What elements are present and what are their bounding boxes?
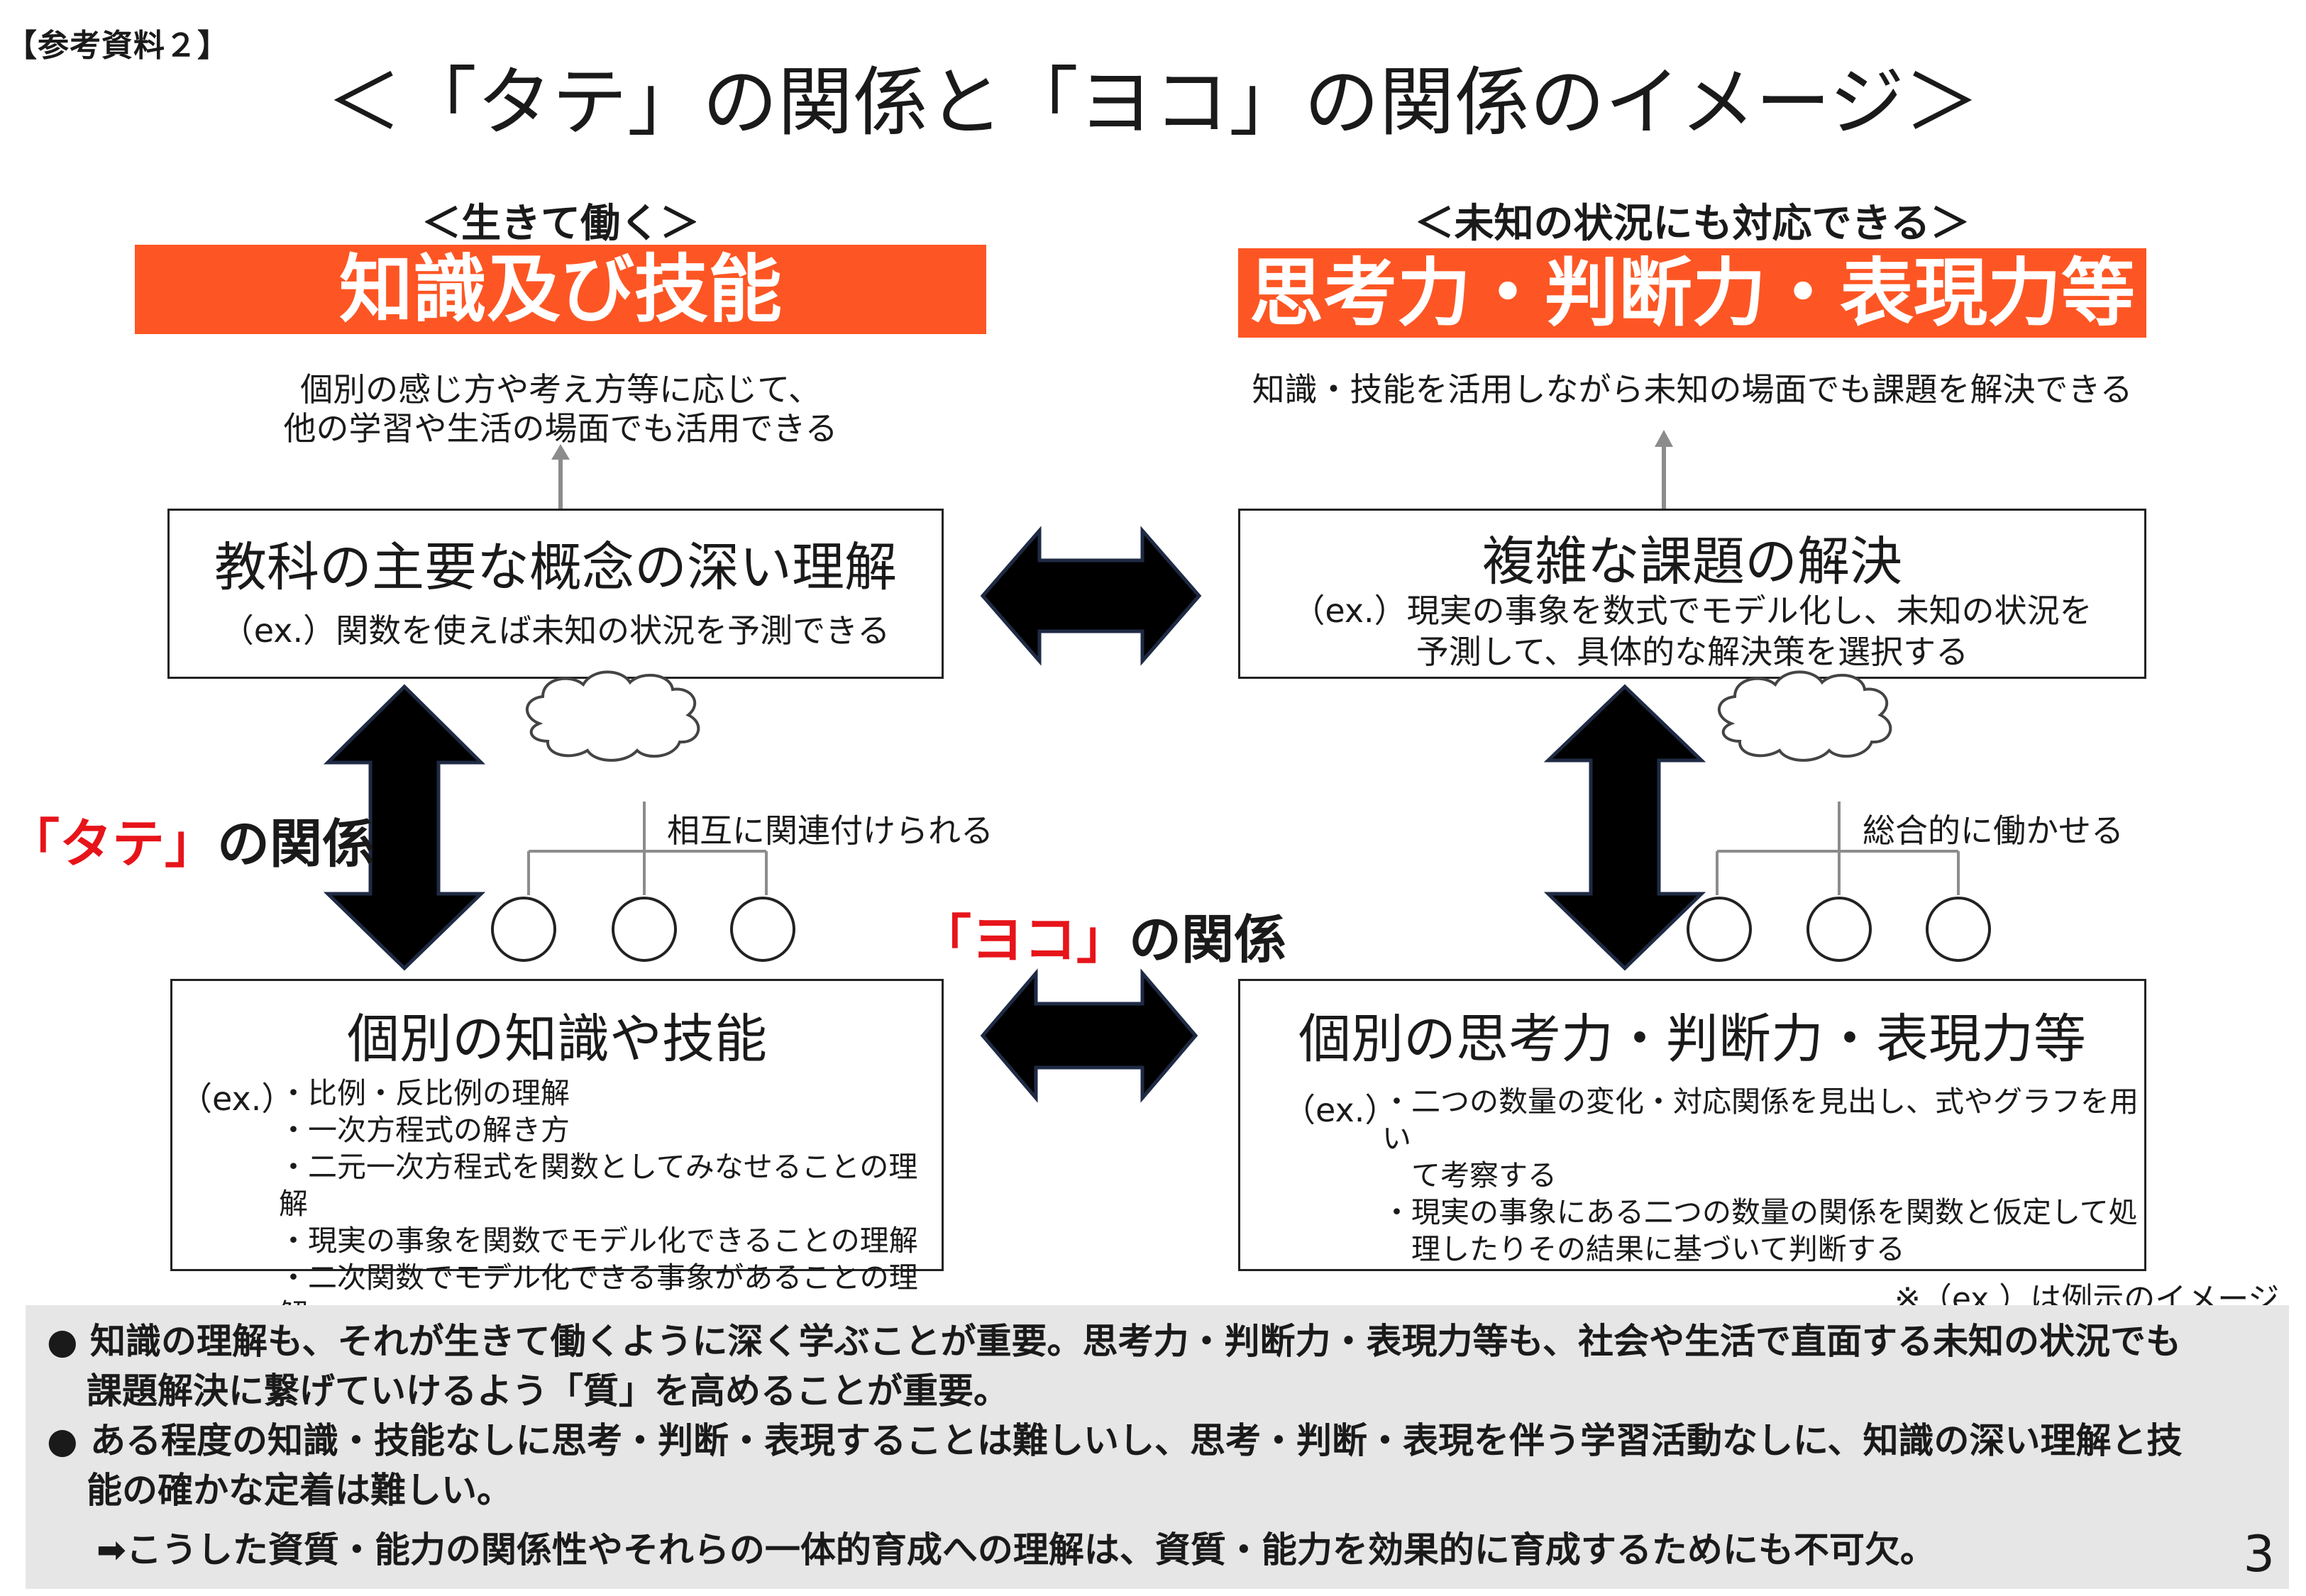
summary-bullet-1-line-1: ● 知識の理解も、それが生きて働くように深く学ぶことが重要。思考力・判断力・表現…: [47, 1321, 2182, 1362]
right-node-circle-3: [1926, 897, 1991, 962]
tate-relation-suffix: の関係: [217, 814, 375, 875]
left-up-arrow: [551, 444, 570, 509]
list-item: ・現実の事象を関数でモデル化できることの理解: [279, 1224, 918, 1258]
individual-knowledge-title: 個別の知識や技能: [347, 1009, 767, 1070]
left-note-line-2: 他の学習や生活の場面でも活用できる: [283, 409, 838, 448]
yoko-relation-keyword: 「ヨコ」: [919, 909, 1129, 970]
left-connection-tree: [527, 802, 768, 895]
right-subheading: ＜未知の状況にも対応できる＞: [1414, 201, 1970, 247]
list-item: て考察する: [1382, 1158, 1557, 1192]
list-item: ・二元一次方程式を関数としてみなせることの理解: [279, 1150, 918, 1221]
bottom-horizontal-double-arrow: [980, 968, 1198, 1103]
summary-panel: ● 知識の理解も、それが生きて働くように深く学ぶことが重要。思考力・判断力・表現…: [26, 1305, 2289, 1589]
individual-thinking-box: 個別の思考力・判断力・表現力等 （ex.） ・二つの数量の変化・対応関係を見出し…: [1238, 979, 2146, 1271]
summary-conclusion: ➡こうした資質・能力の関係性やそれらの一体的育成への理解は、資質・能力を効果的に…: [96, 1529, 1936, 1570]
list-item: ・二次関数でモデル化できる事象があることの理解: [279, 1260, 918, 1331]
left-cloud-label: 相互に関連付けられる: [667, 811, 993, 850]
individual-thinking-list: ・二つの数量の変化・対応関係を見出し、式やグラフを用い て考察する ・現実の事象…: [1382, 1083, 2144, 1268]
left-note-line-1: 個別の感じ方や考え方等に応じて、: [300, 370, 821, 409]
left-cloud-icon: [525, 670, 700, 762]
complex-problem-example: （ex.）現実の事象を数式でモデル化し、未知の状況を 予測して、具体的な解決策を…: [1240, 590, 2144, 672]
left-subheading: ＜生きて働く＞: [421, 201, 700, 247]
page-title: ＜「タテ」の関係と「ヨコ」の関係のイメージ＞: [326, 59, 1980, 146]
tate-relation-keyword: 「タテ」: [7, 814, 217, 875]
individual-knowledge-list: ・比例・反比例の理解 ・一次方程式の解き方 ・二元一次方程式を関数としてみなせる…: [279, 1075, 942, 1333]
summary-bullet-2-line-2: 能の確かな定着は難しい。: [87, 1470, 512, 1511]
reference-label: 【参考資料２】: [6, 28, 229, 64]
left-node-circle-1: [491, 897, 556, 962]
individual-knowledge-box: 個別の知識や技能 （ex.） ・比例・反比例の理解 ・一次方程式の解き方 ・二元…: [170, 979, 944, 1331]
list-item: ・一次方程式の解き方: [279, 1113, 570, 1147]
list-item: 理したりその結果に基づいて判断する: [1382, 1232, 1905, 1266]
right-node-circle-1: [1687, 897, 1752, 962]
list-item: ・二つの数量の変化・対応関係を見出し、式やグラフを用い: [1382, 1085, 2139, 1156]
left-note: 個別の感じ方や考え方等に応じて、 他の学習や生活の場面でも活用できる: [135, 370, 986, 448]
right-cloud-icon: [1717, 670, 1892, 762]
individual-knowledge-ex-tag: （ex.）: [180, 1080, 294, 1118]
top-horizontal-double-arrow: [980, 526, 1202, 666]
left-node-circle-2: [612, 897, 677, 962]
right-cloud-label: 総合的に働かせる: [1863, 811, 2124, 850]
complex-problem-example-line-1: （ex.）現実の事象を数式でモデル化し、未知の状況を: [1292, 592, 2092, 630]
page-number: 3: [2243, 1525, 2275, 1583]
complex-problem-title: 複雑な課題の解決: [1482, 531, 1902, 592]
yoko-relation-suffix: の関係: [1129, 909, 1286, 970]
right-up-arrow: [1655, 430, 1673, 509]
list-item: ・比例・反比例の理解: [279, 1076, 570, 1110]
right-note: 知識・技能を活用しながら未知の場面でも課題を解決できる: [1252, 370, 2133, 409]
knowledge-skills-banner: 知識及び技能: [135, 245, 986, 334]
individual-thinking-title: 個別の思考力・判断力・表現力等: [1298, 1009, 2086, 1070]
complex-problem-box: 複雑な課題の解決 （ex.）現実の事象を数式でモデル化し、未知の状況を 予測して…: [1238, 509, 2146, 679]
summary-bullet-1-line-2: 課題解決に繋げていけるよう「質」を高めることが重要。: [87, 1370, 1009, 1412]
complex-problem-example-line-2: 予測して、具体的な解決策を選択する: [1416, 633, 1969, 671]
left-node-circle-3: [730, 897, 795, 962]
yoko-relation-label: 「ヨコ」の関係: [919, 897, 1286, 973]
individual-thinking-ex-tag: （ex.）: [1283, 1091, 1398, 1129]
thinking-judgment-expression-banner: 思考力・判断力・表現力等: [1238, 248, 2146, 338]
right-connection-tree: [1716, 802, 1960, 895]
deep-understanding-example: （ex.）関数を使えば未知の状況を予測できる: [221, 611, 890, 650]
tate-relation-label: 「タテ」の関係: [7, 802, 375, 877]
list-item: ・現実の事象にある二つの数量の関係を関数と仮定して処: [1382, 1195, 2138, 1229]
right-node-circle-2: [1806, 897, 1872, 962]
summary-bullet-2-line-1: ● ある程度の知識・技能なしに思考・判断・表現することは難しいし、思考・判断・表…: [47, 1420, 2183, 1461]
deep-understanding-box: 教科の主要な概念の深い理解 （ex.）関数を使えば未知の状況を予測できる: [167, 509, 944, 679]
right-vertical-double-arrow: [1543, 684, 1706, 971]
deep-understanding-title: 教科の主要な概念の深い理解: [214, 537, 897, 598]
left-vertical-double-arrow: [323, 684, 486, 971]
